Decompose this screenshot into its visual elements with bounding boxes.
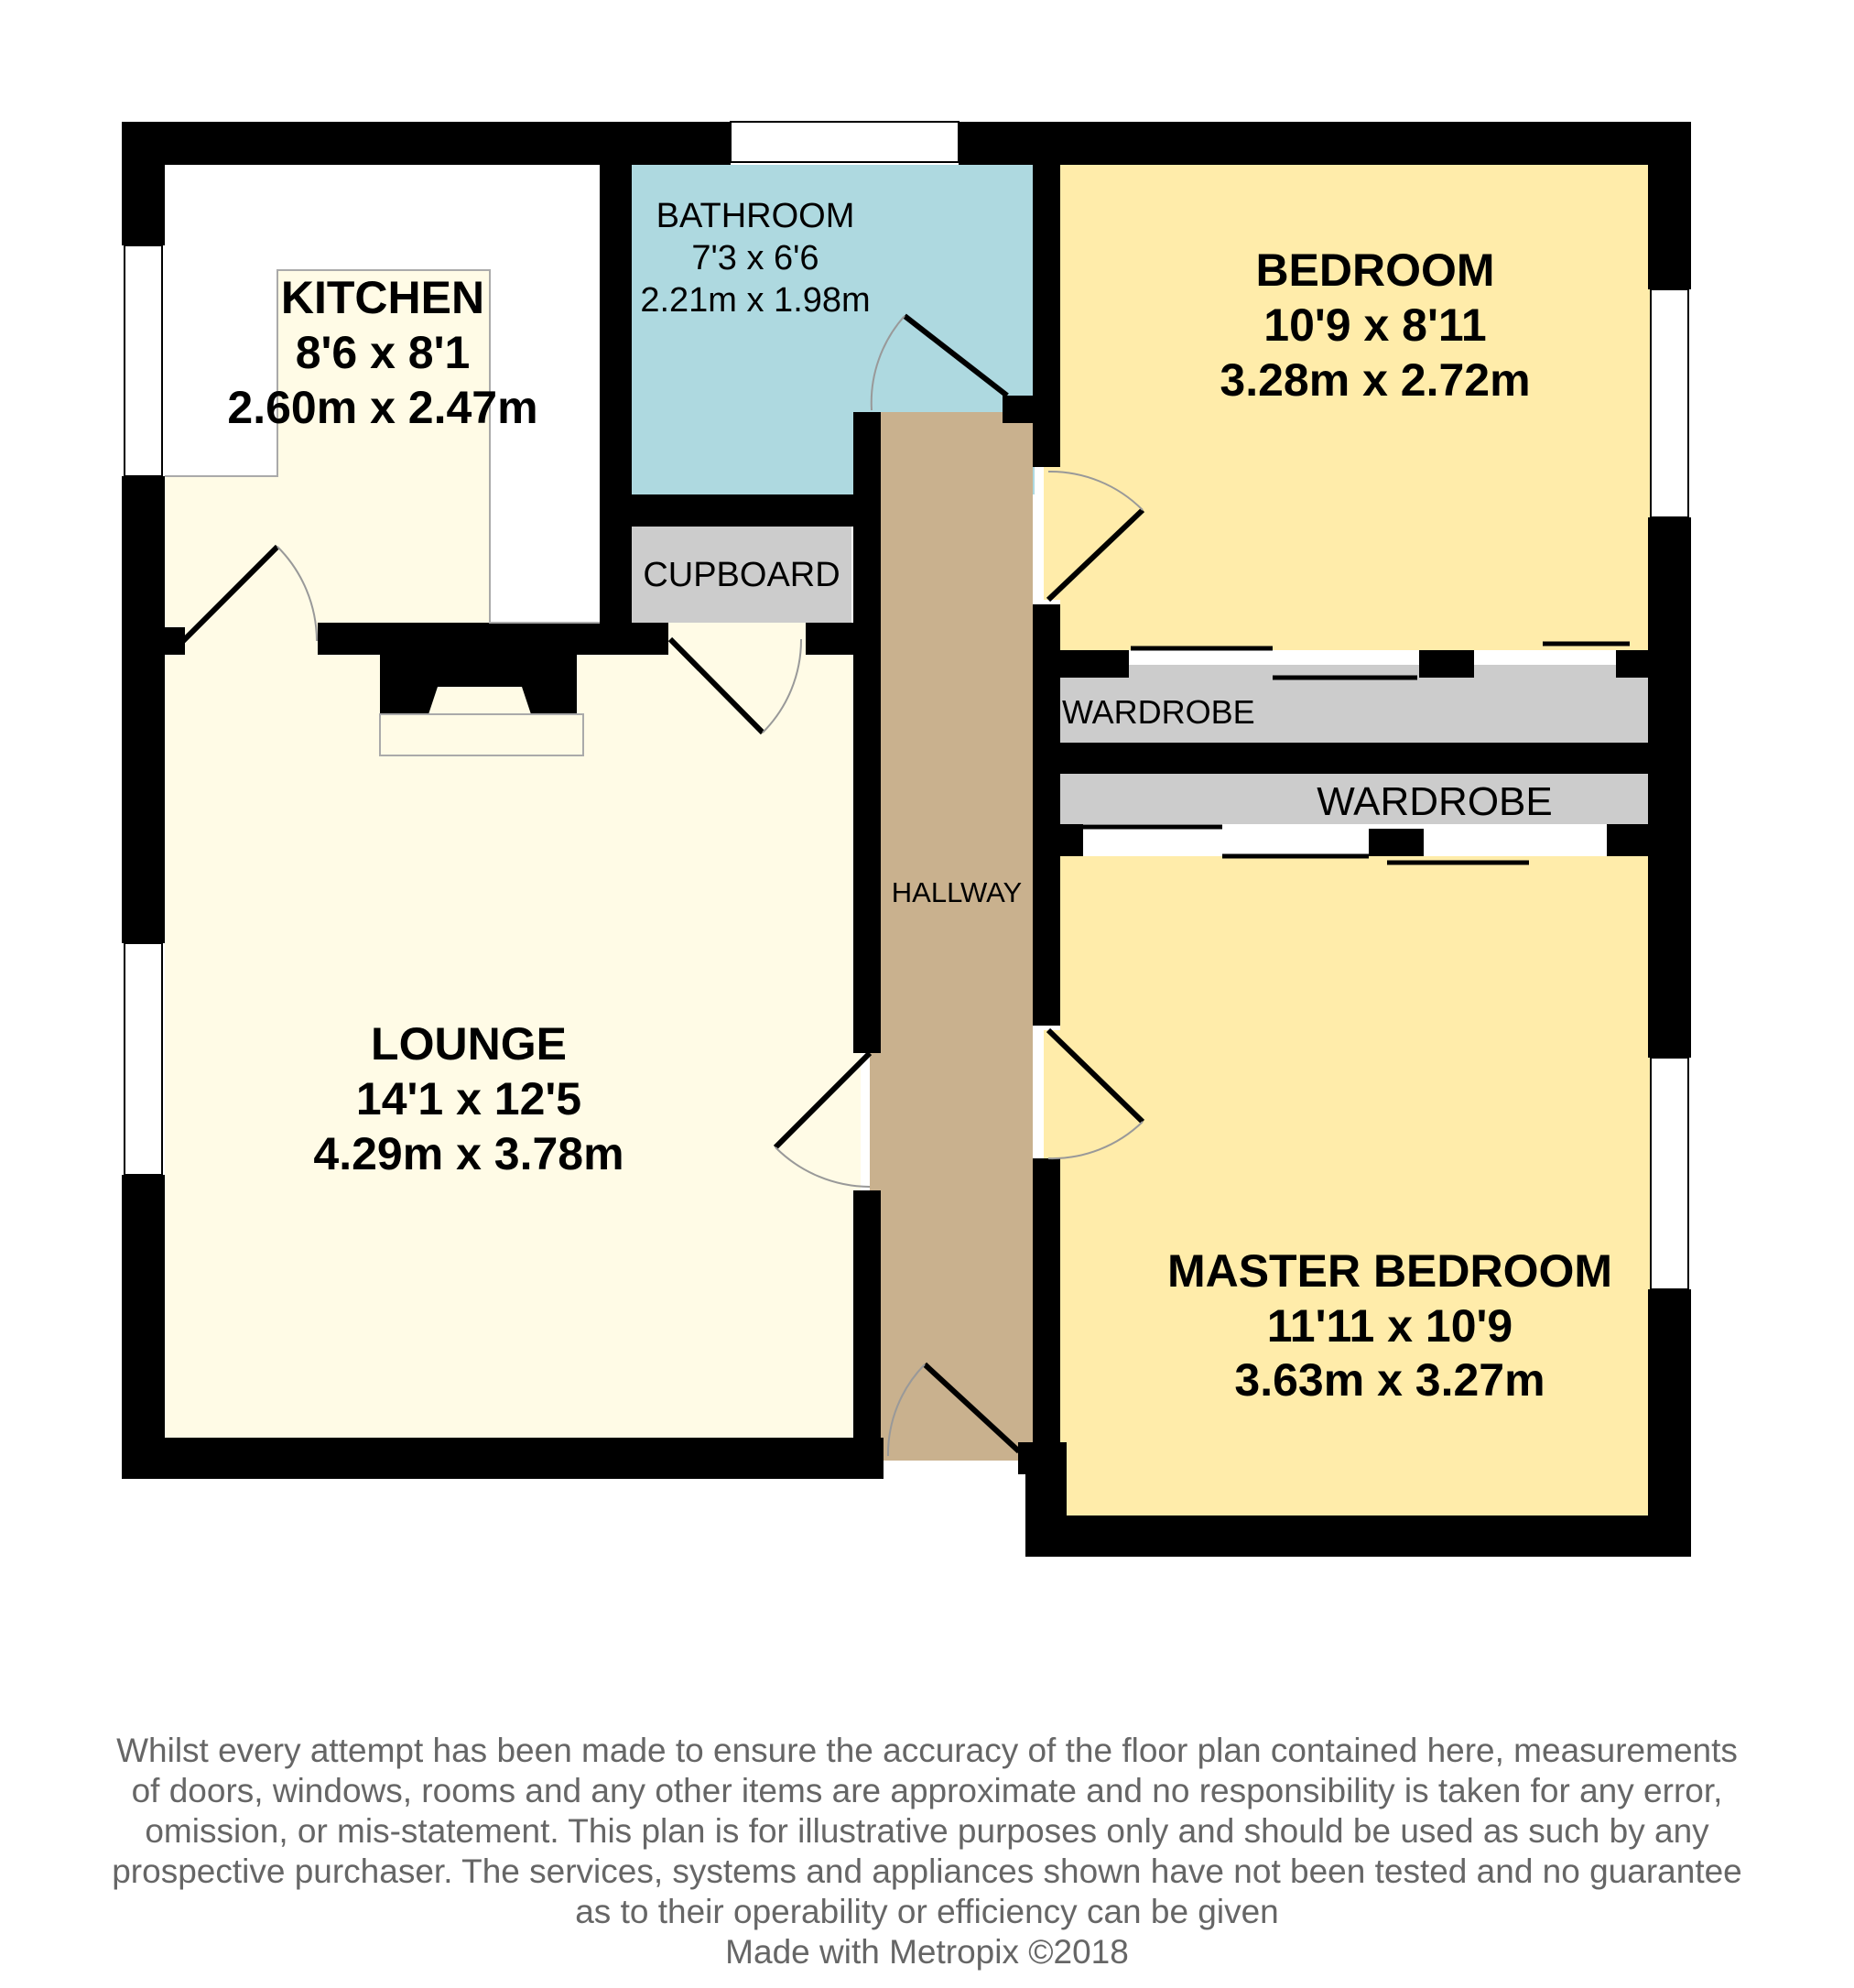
wall-left-1: [122, 122, 165, 245]
master-bedroom-metric: 3.63m x 3.27m: [1234, 1354, 1545, 1406]
wall-bedroom-wardrobe: [1060, 650, 1129, 678]
wall-bottom-master: [1025, 1515, 1691, 1557]
room-labels: KITCHEN 8'6 x 8'1 2.60m x 2.47m BATHROOM…: [227, 197, 1612, 1406]
door-bathroom: [870, 313, 1009, 411]
wall-right-1: [1648, 122, 1691, 289]
kitchen-floor: [165, 165, 600, 623]
master-bedroom-name: MASTER BEDROOM: [1167, 1245, 1612, 1297]
kitchen-lower-floor: [165, 270, 490, 641]
wall-bath-post: [1003, 396, 1035, 423]
wall-hall-left-2: [853, 1190, 881, 1479]
wall-hall-right-2: [1033, 1158, 1060, 1461]
hallway-name: HALLWAY: [892, 876, 1022, 908]
kitchen-imperial: 8'6 x 8'1: [296, 327, 471, 378]
walls: [122, 122, 1691, 1557]
bathroom-metric: 2.21m x 1.98m: [640, 281, 870, 320]
wall-master-wardrobe-mid: [1369, 829, 1424, 856]
wardrobe-upper-name: WARDROBE: [1062, 693, 1255, 731]
chimney-breast: [380, 655, 577, 714]
wall-wardrobe-divider: [1060, 743, 1651, 774]
room-floors: [165, 165, 1651, 1515]
wall-cupboard-right: [806, 623, 861, 655]
cupboard-door-area: [668, 623, 806, 650]
lounge-name: LOUNGE: [371, 1018, 567, 1070]
window-bathroom: [730, 121, 960, 163]
door-entrance: [886, 1362, 1022, 1457]
cupboard-floor: [632, 527, 851, 623]
door-bedroom: [1046, 470, 1145, 603]
wall-master-wardrobe-left: [1060, 824, 1083, 856]
master-door-nook: [1044, 1030, 1062, 1158]
wall-hall-right-1: [1033, 604, 1060, 1026]
wall-left-3: [122, 1175, 165, 1479]
bedroom-imperial: 10'9 x 8'11: [1263, 299, 1486, 351]
wall-left-2: [122, 476, 165, 943]
fixtures: [165, 269, 600, 756]
wall-bedroom-wardrobe-right: [1616, 650, 1653, 678]
window-kitchen: [124, 244, 163, 477]
window-master: [1650, 1057, 1689, 1290]
disclaimer-line-4: prospective purchaser. The services, sys…: [112, 1852, 1742, 1890]
wall-top-right: [959, 122, 1691, 165]
wardrobe-lower-name: WARDROBE: [1317, 779, 1553, 824]
door-lounge: [773, 1050, 873, 1190]
lounge-imperial: 14'1 x 12'5: [356, 1073, 581, 1124]
doors: [180, 313, 1145, 1457]
disclaimer-line-5: as to their operability or efficiency ca…: [575, 1893, 1279, 1930]
window-lounge: [124, 942, 163, 1176]
window-bedroom: [1650, 288, 1689, 518]
cupboard-name: CUPBOARD: [643, 556, 840, 594]
wall-right-3: [1648, 1289, 1691, 1557]
bathroom-imperial: 7'3 x 6'6: [691, 239, 819, 277]
door-kitchen-lounge: [180, 544, 318, 644]
bathroom-name: BATHROOM: [656, 197, 855, 235]
metropix-credit: Made with Metropix ©2018: [725, 1933, 1129, 1971]
disclaimer: Whilst every attempt has been made to en…: [55, 1731, 1799, 1972]
hallway-floor: [870, 412, 1033, 1461]
kitchen-name: KITCHEN: [281, 272, 484, 323]
wall-bath-bedroom: [1033, 165, 1060, 467]
lounge-metric: 4.29m x 3.78m: [313, 1128, 623, 1179]
wall-bath-bottom: [632, 494, 870, 527]
disclaimer-line-1: Whilst every attempt has been made to en…: [116, 1732, 1738, 1769]
bedroom-name: BEDROOM: [1255, 244, 1494, 296]
door-cupboard: [667, 636, 803, 735]
wall-kitchen-bath: [600, 165, 632, 623]
lounge-floor: [165, 641, 861, 1438]
kitchen-metric: 2.60m x 2.47m: [227, 382, 537, 433]
windows: [124, 121, 1689, 1290]
door-master-bedroom: [1046, 1027, 1145, 1160]
wardrobe-lower-floor: [1060, 774, 1651, 824]
wall-top-left: [122, 122, 731, 165]
disclaimer-line-2: of doors, windows, rooms and any other i…: [131, 1772, 1723, 1809]
wall-bottom-lounge: [122, 1438, 884, 1479]
hearth: [379, 713, 584, 756]
kitchen-counter-outline: [165, 269, 600, 624]
wall-kitchen-lounge-2: [318, 623, 668, 655]
wall-bedroom-wardrobe-mid: [1419, 650, 1474, 678]
wall-hall-post: [1018, 1442, 1059, 1474]
bedroom-metric: 3.28m x 2.72m: [1220, 354, 1530, 406]
disclaimer-line-3: omission, or mis-statement. This plan is…: [145, 1812, 1709, 1850]
wall-kitchen-lounge-1: [165, 627, 185, 655]
sliding-doors: [1080, 641, 1630, 865]
master-bedroom-floor: [1060, 856, 1651, 1515]
wall-hall-left-1: [853, 412, 881, 1053]
wall-master-wardrobe-right: [1607, 824, 1653, 856]
bedroom-door-nook: [1044, 462, 1062, 600]
wall-right-2: [1648, 517, 1691, 1058]
master-bedroom-imperial: 11'11 x 10'9: [1267, 1300, 1513, 1352]
bedroom-floor: [1060, 165, 1651, 650]
